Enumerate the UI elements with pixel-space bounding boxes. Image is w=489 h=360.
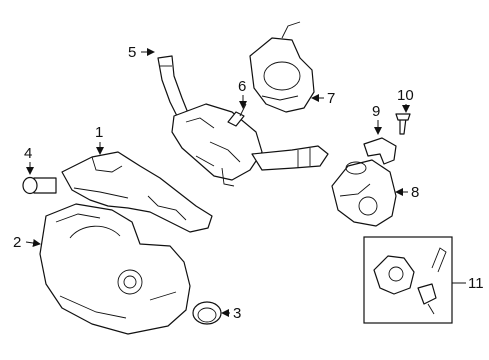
combination-switch-assembly [157, 21, 329, 187]
screw-10 [395, 113, 411, 135]
callout-6: 6 [238, 78, 246, 95]
callout-5: 5 [128, 44, 136, 61]
callout-11: 11 [468, 275, 484, 292]
callout-2: 2 [13, 234, 21, 251]
clip-plug [22, 176, 57, 195]
bracket-9 [363, 137, 397, 165]
ignition-lock-housing [331, 159, 397, 227]
callout-7: 7 [327, 90, 335, 107]
bezel-ring [192, 301, 222, 325]
key-lock-set-box [363, 236, 453, 324]
callout-3: 3 [233, 305, 241, 322]
callout-9: 9 [372, 103, 380, 120]
leader-lines [25, 48, 466, 317]
callout-4: 4 [24, 145, 32, 162]
callout-8: 8 [411, 184, 419, 201]
upper-column-shroud [61, 151, 213, 233]
callout-1: 1 [95, 124, 103, 141]
lower-column-shroud [39, 203, 191, 335]
callout-10: 10 [397, 87, 414, 104]
